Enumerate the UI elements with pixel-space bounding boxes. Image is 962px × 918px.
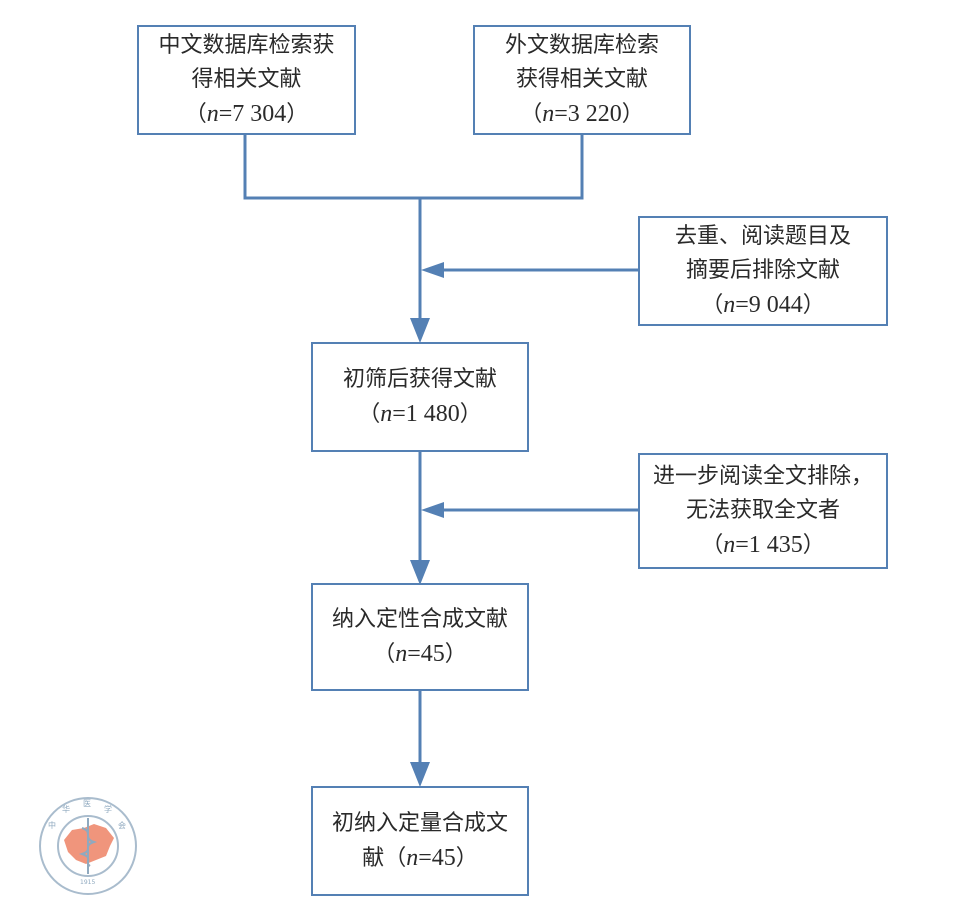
chinese-medical-association-logo: 中 华 医 学 会 1915 (39, 797, 137, 895)
node-text-line: 初纳入定量合成文 (331, 810, 508, 836)
node-count: （n=1 435） (701, 528, 825, 563)
logo-char: 华 (62, 804, 70, 814)
node-text-line: 中文数据库检索获 (158, 32, 335, 58)
node-text-line: 获得相关文献 (515, 66, 648, 92)
paren-open: （ (373, 641, 396, 667)
node-excluded-after-dedup-title-abstract: 去重、阅读题目及 摘要后排除文献 （n=9 044） (638, 216, 888, 326)
node-count: （n=9 044） (701, 288, 825, 323)
node-text-line: 去重、阅读题目及 (674, 223, 851, 249)
logo-char: 医 (83, 799, 91, 808)
logo-char: 学 (104, 804, 112, 814)
node-count: （n=7 304） (185, 97, 309, 132)
node-text-line: 进一步阅读全文排除， (652, 463, 873, 489)
paren-close: ） (286, 101, 309, 127)
node-quantitative-synthesis: 初纳入定量合成文 献（n=45） (311, 786, 529, 896)
n-value: =1 435 (735, 531, 803, 558)
paren-close: ） (455, 845, 478, 871)
node-foreign-database-search: 外文数据库检索 获得相关文献 （n=3 220） (473, 25, 691, 135)
paren-open: （ (358, 401, 381, 427)
node-count: 献（n=45） (362, 841, 478, 876)
n-value: =7 304 (218, 100, 287, 127)
node-count: （n=1 480） (358, 397, 482, 432)
paren-open: （ (701, 292, 724, 318)
node-excluded-after-full-text: 进一步阅读全文排除， 无法获取全文者 （n=1 435） (638, 453, 888, 569)
node-count: （n=45） (373, 637, 467, 672)
arrowhead-down-qualitative (410, 560, 430, 585)
n-label: n (406, 844, 419, 871)
paren-close: ） (444, 641, 467, 667)
paren-open: （ (184, 101, 207, 127)
n-label: n (723, 531, 736, 558)
node-chinese-database-search: 中文数据库检索获 得相关文献 （n=7 304） (137, 25, 356, 135)
paren-close: ） (459, 401, 482, 427)
node-text-line: 无法获取全文者 (685, 497, 840, 523)
n-label: n (380, 400, 393, 427)
n-label: n (395, 640, 408, 667)
node-text-line: 摘要后排除文献 (685, 257, 840, 283)
arrowhead-left-exclude2 (421, 502, 444, 518)
arrowhead-left-exclude1 (421, 262, 444, 278)
arrowhead-down-quantitative (410, 762, 430, 787)
n-label: n (206, 100, 219, 127)
n-value: =3 220 (554, 100, 622, 127)
n-value: =9 044 (735, 291, 803, 318)
logo-char: 会 (118, 820, 126, 830)
paren-open: （ (701, 532, 724, 558)
n-label: n (542, 100, 555, 127)
paren-open: （ (520, 101, 543, 127)
logo-year: 1915 (80, 879, 95, 886)
staff-of-asclepius-icon (78, 818, 98, 874)
paren-close: ） (802, 292, 825, 318)
node-text-line: 纳入定性合成文献 (331, 606, 508, 632)
node-qualitative-synthesis: 纳入定性合成文献 （n=45） (311, 583, 529, 691)
arrowhead-down-screened (410, 318, 430, 343)
n-label: n (723, 291, 736, 318)
node-screened-literature: 初筛后获得文献 （n=1 480） (311, 342, 529, 452)
n-value: =45 (418, 844, 456, 871)
n-value: =1 480 (392, 400, 460, 427)
logo-char: 中 (48, 820, 56, 830)
paren-close: ） (802, 532, 825, 558)
node-text-line: 初筛后获得文献 (342, 366, 497, 392)
connector-cn-to-merge (243, 135, 420, 200)
text-prefix: 献（ (362, 845, 407, 871)
node-text-line: 得相关文献 (191, 66, 302, 92)
connector-en-to-merge (420, 135, 584, 200)
paren-close: ） (621, 101, 644, 127)
n-value: =45 (407, 640, 445, 667)
node-count: （n=3 220） (520, 97, 644, 132)
node-text-line: 外文数据库检索 (504, 32, 659, 58)
logo-badge-outline (39, 797, 137, 895)
logo-text: 中 华 医 学 会 1915 (48, 799, 126, 886)
